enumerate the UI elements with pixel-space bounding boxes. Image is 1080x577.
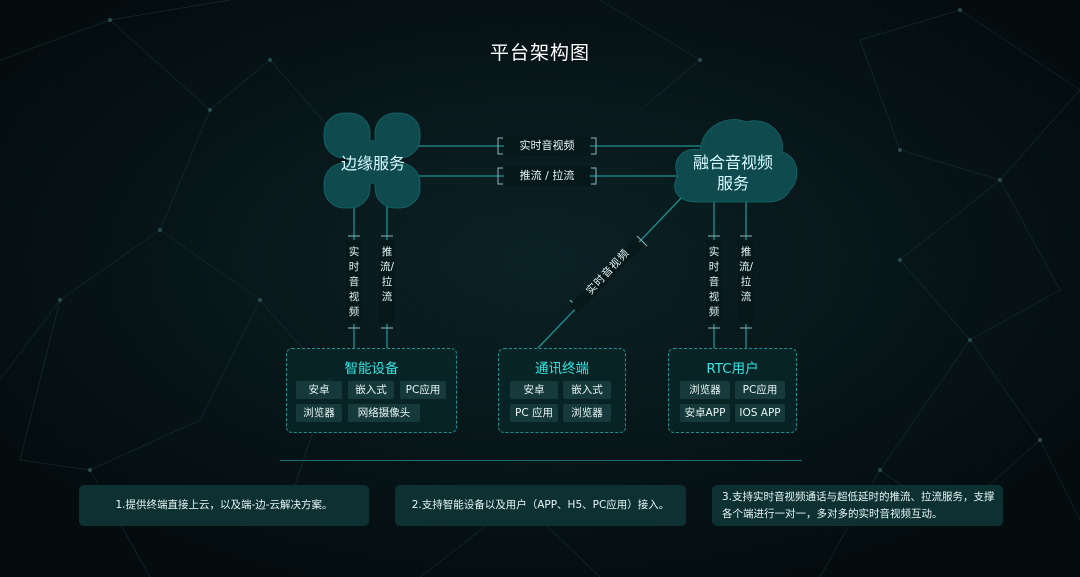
chip-ios-app: IOS APP xyxy=(735,404,785,422)
chip-pc-app: PC 应用 xyxy=(510,404,558,422)
note-3: 3.支持实时音视频通话与超低延时的推流、拉流服务，支撑各个端进行一对一，多对多的… xyxy=(712,485,1003,526)
vlabel-cloud-realtime: 实时音视频 xyxy=(708,246,720,318)
chip-browser: 浏览器 xyxy=(296,404,342,422)
group-title: 通讯终端 xyxy=(535,361,589,377)
group-title: 智能设备 xyxy=(344,361,399,377)
chip-android: 安卓 xyxy=(510,381,558,399)
chip-browser: 浏览器 xyxy=(563,404,611,422)
chip-ip-camera: 网络摄像头 xyxy=(348,404,420,422)
chip-embedded: 嵌入式 xyxy=(563,381,611,399)
chip-browser: 浏览器 xyxy=(680,381,730,399)
group-rtc-user: RTC用户 浏览器 PC应用 安卓APP IOS APP xyxy=(668,348,797,433)
section-divider xyxy=(280,460,802,461)
page-title: 平台架构图 xyxy=(489,42,590,64)
link-label-realtime: 实时音视频 xyxy=(519,139,575,152)
group-smart-devices: 智能设备 安卓 嵌入式 PC应用 浏览器 网络摄像头 xyxy=(286,348,457,433)
cloud-service-label-line2: 服务 xyxy=(716,174,749,193)
chip-android: 安卓 xyxy=(296,381,342,399)
chip-embedded: 嵌入式 xyxy=(348,381,394,399)
edge-service-label: 边缘服务 xyxy=(340,154,405,173)
chip-pc-app: PC应用 xyxy=(735,381,785,399)
cloud-service-node xyxy=(674,119,798,203)
link-label-stream: 推流 / 拉流 xyxy=(519,169,575,182)
group-title: RTC用户 xyxy=(706,361,759,377)
vlabel-cloud-stream: 推流/拉流 xyxy=(738,246,754,303)
vlabel-edge-stream: 推流/拉流 xyxy=(379,246,395,303)
vlabel-edge-realtime: 实时音视频 xyxy=(348,246,360,318)
chip-android-app: 安卓APP xyxy=(680,404,730,422)
group-comm-terminal: 通讯终端 安卓 嵌入式 PC 应用 浏览器 xyxy=(498,348,626,433)
cloud-service-label-line1: 融合音视频 xyxy=(692,153,773,172)
note-2: 2.支持智能设备以及用户（APP、H5、PC应用）接入。 xyxy=(395,485,686,526)
chip-pc-app: PC应用 xyxy=(400,381,446,399)
cloud-service-label: 融合音视频 服务 xyxy=(688,152,778,194)
note-1: 1.提供终端直接上云，以及端-边-云解决方案。 xyxy=(79,485,369,526)
